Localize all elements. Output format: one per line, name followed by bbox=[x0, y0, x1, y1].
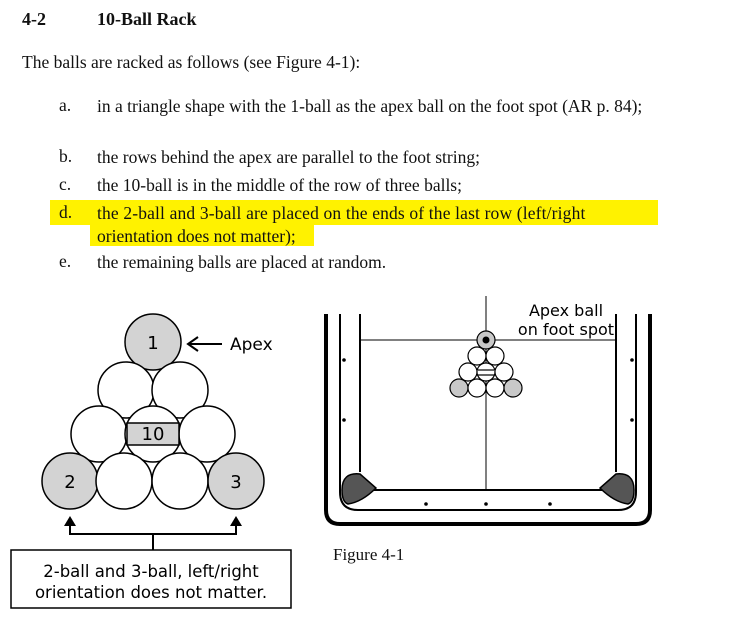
note-box bbox=[10, 549, 292, 609]
ball-10-label: 10 bbox=[142, 424, 165, 445]
pocket-right bbox=[598, 473, 635, 505]
table-rail-inner bbox=[339, 314, 637, 511]
list-item-label: e. bbox=[59, 251, 72, 271]
highlight-band-1 bbox=[50, 200, 658, 225]
note-line-2: orientation does not matter. bbox=[35, 583, 267, 602]
ball-10-stripe bbox=[126, 422, 180, 446]
rack-diagram: 1 10 2 3 Apex 2-ball and 3-ball, left/ri… bbox=[10, 313, 292, 609]
highlight-band-2 bbox=[90, 223, 314, 246]
callout-line-1: Apex ball bbox=[529, 301, 603, 320]
callout-line-2: on foot spot bbox=[518, 320, 614, 339]
ball bbox=[95, 452, 153, 510]
ball-3-label: 3 bbox=[230, 472, 241, 493]
ball-1-label: 1 bbox=[147, 333, 158, 354]
ball-2-label: 2 bbox=[64, 472, 75, 493]
diamonds bbox=[342, 358, 634, 506]
note-line-1: 2-ball and 3-ball, left/right bbox=[43, 562, 259, 581]
list-item-label: b. bbox=[59, 146, 73, 166]
list-item-text-line1: the 2-ball and 3-ball are placed on the … bbox=[97, 203, 586, 223]
pocket-left bbox=[341, 473, 378, 505]
list-item-label: c. bbox=[59, 174, 72, 194]
intro-paragraph: The balls are racked as follows (see Fig… bbox=[22, 52, 361, 72]
section-number: 4-2 bbox=[22, 9, 46, 29]
table-rail-outer bbox=[324, 314, 652, 526]
section-title: 10-Ball Rack bbox=[97, 9, 197, 29]
ball-1 bbox=[124, 313, 182, 371]
bracket-arrows bbox=[64, 516, 242, 550]
list-item-text: the 10-ball is in the middle of the row … bbox=[97, 175, 462, 195]
list-item-text: the rows behind the apex are parallel to… bbox=[97, 147, 480, 167]
table-diagram: Apex ball on foot spot bbox=[324, 296, 652, 526]
mini-rack bbox=[449, 330, 523, 398]
apex-arrow bbox=[186, 336, 222, 352]
list-item-text: in a triangle shape with the 1-ball as t… bbox=[97, 96, 643, 116]
list-item-text: the remaining balls are placed at random… bbox=[97, 252, 387, 272]
foot-spot bbox=[482, 336, 490, 344]
list-item-text-line2: orientation does not matter); bbox=[97, 226, 296, 246]
list-item-label: d. bbox=[59, 202, 73, 222]
list-item-label: a. bbox=[59, 95, 72, 115]
apex-label: Apex bbox=[230, 335, 273, 355]
figure-caption: Figure 4-1 bbox=[333, 545, 405, 564]
ball bbox=[151, 452, 209, 510]
ball bbox=[151, 361, 209, 419]
ball-3 bbox=[207, 452, 265, 510]
